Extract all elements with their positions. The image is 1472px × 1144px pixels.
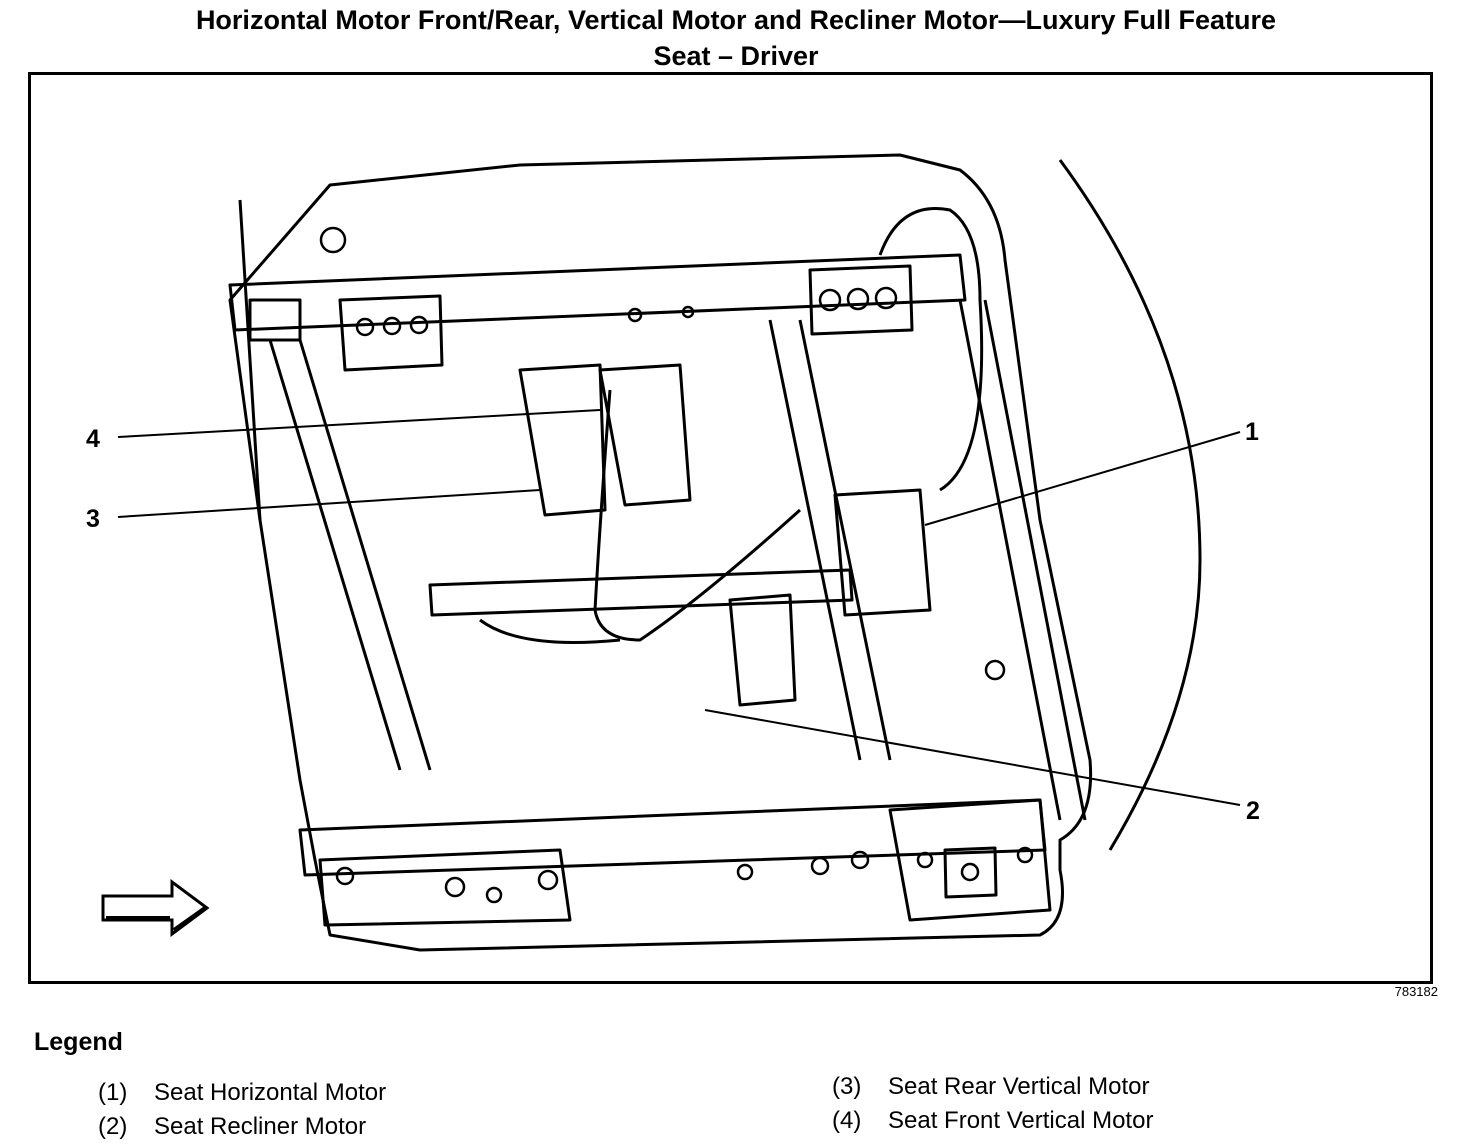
legend-label: Seat Front Vertical Motor xyxy=(888,1107,1154,1134)
legend-item: (3) Seat Rear Vertical Motor xyxy=(832,1073,1149,1101)
legend-label: Seat Recliner Motor xyxy=(154,1113,367,1140)
legend-number: (1) xyxy=(98,1079,128,1106)
callout-2: 2 xyxy=(1246,797,1260,825)
legend-label: Seat Rear Vertical Motor xyxy=(888,1073,1150,1100)
leader-line-2 xyxy=(704,709,1241,806)
legend-number: (3) xyxy=(832,1073,862,1100)
legend-number: (2) xyxy=(98,1113,128,1140)
callout-3: 3 xyxy=(86,505,100,533)
front-direction-arrow-icon xyxy=(101,879,210,937)
legend-label: Seat Horizontal Motor xyxy=(154,1079,387,1106)
legend-number: (4) xyxy=(832,1107,862,1134)
diagram-subtitle: Seat – Driver xyxy=(653,41,819,71)
callout-1: 1 xyxy=(1245,418,1259,446)
leader-line-4 xyxy=(117,409,601,438)
callout-4: 4 xyxy=(86,425,100,453)
diagram-title: Horizontal Motor Front/Rear, Vertical Mo… xyxy=(195,5,1277,35)
leader-line-1 xyxy=(924,431,1241,526)
leader-line-3 xyxy=(117,489,541,518)
legend-item: (2) Seat Recliner Motor xyxy=(98,1113,366,1141)
figure-id: 783182 xyxy=(1394,984,1438,999)
legend-heading: Legend xyxy=(34,1028,123,1056)
legend-item: (1) Seat Horizontal Motor xyxy=(98,1079,386,1107)
legend-item: (4) Seat Front Vertical Motor xyxy=(832,1107,1153,1135)
illustration-frame xyxy=(28,72,1433,984)
